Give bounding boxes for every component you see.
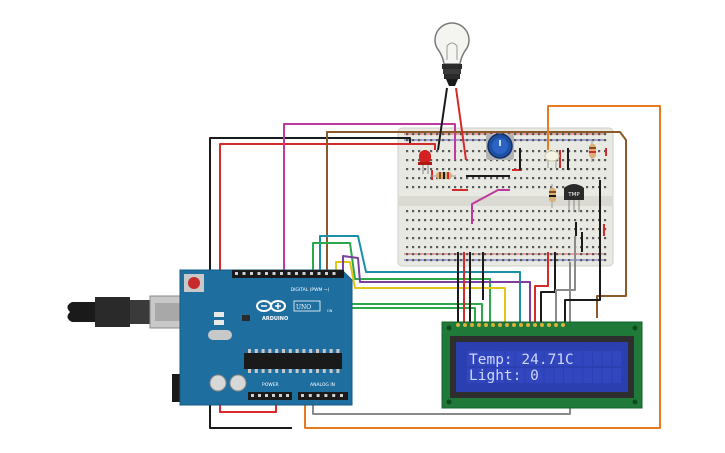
arduino-brand: ARDUINO [262,316,288,322]
wire-black-lcd-4[interactable] [540,252,556,322]
bulb-lead-black[interactable] [437,87,448,151]
red-led[interactable] [418,150,432,174]
wire-orange-outer[interactable] [304,105,661,429]
wire-green-1[interactable] [312,242,491,322]
capacitor [229,374,247,392]
wire-black-lcd-5[interactable] [564,180,601,322]
digital-label: DIGITAL (PWM ~) [291,287,330,293]
light-bulb[interactable] [434,22,470,86]
potentiometer[interactable] [486,133,514,160]
photoresistor[interactable] [544,150,560,168]
crystal [208,330,232,340]
temperature-sensor[interactable]: TMP [564,184,584,212]
microcontroller-chip [244,349,342,373]
reset-button[interactable] [184,274,204,292]
bulb-lead-red[interactable] [455,87,467,161]
analog-header [298,392,348,400]
breadboard-components: TMP [418,133,607,252]
wire-magenta[interactable] [283,123,456,278]
power-header [248,392,292,400]
wire-yellow[interactable] [335,261,506,322]
resistor-ldr[interactable] [549,184,556,208]
tmp-label: TMP [567,192,580,198]
wire-brown-top[interactable] [326,131,627,318]
status-led [214,312,224,317]
resistor-led[interactable] [430,172,456,179]
arduino-model: UNO [296,304,311,311]
lcd-line-2: Light: 0 [469,368,539,384]
arduino-uno[interactable]: DIGITAL (PWM ~) ARDUINO UNO ON [67,269,353,406]
power-label: POWER [262,382,279,388]
lcd-screen [456,342,628,392]
arduino-logo [256,300,286,312]
resistor-top-right[interactable] [589,140,596,162]
wire-magenta-pot[interactable] [471,189,510,224]
wire-black-gnd-loop[interactable] [209,137,411,429]
digital-pins [235,272,336,275]
wires [209,87,661,429]
wire-purple[interactable] [342,255,531,322]
wire-red-lcd-2[interactable] [534,252,549,322]
analog-label: ANALOG IN [310,382,335,388]
usb-cable [67,295,193,329]
lcd-display[interactable]: Temp: 24.71C Light: 0 [441,321,643,409]
lcd-pin-header [456,323,565,327]
on-led-label: ON [327,309,333,313]
status-led [214,320,224,325]
wire-gray-lcd[interactable] [555,236,576,322]
lcd-line-1: Temp: 24.71C [469,352,574,368]
capacitor [209,374,227,392]
